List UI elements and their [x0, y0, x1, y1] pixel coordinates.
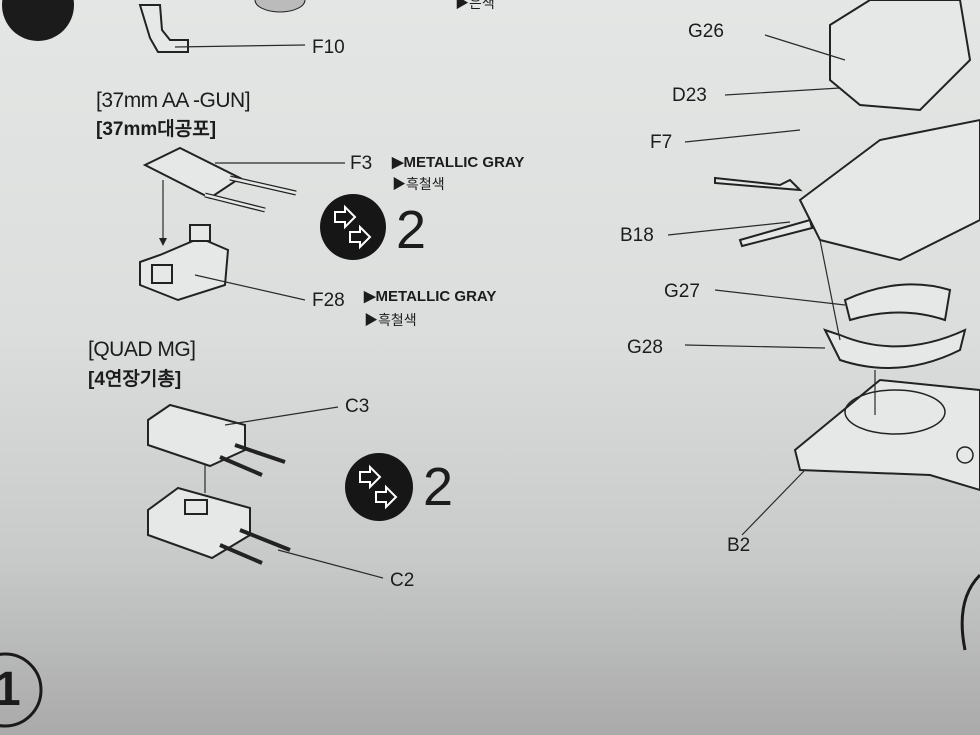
step-number: 1 [0, 663, 21, 716]
quad-mg-title: [QUAD MG] [88, 338, 196, 361]
part-c2 [147, 486, 291, 565]
part-c3 [147, 403, 286, 477]
part-label-f7: F7 [650, 132, 673, 153]
part-f3 [142, 146, 297, 213]
aa-gun-quantity: 2 [396, 200, 427, 260]
part-label-f3: F3 [350, 153, 373, 174]
quad-mg-quantity: 2 [423, 457, 454, 517]
paint-korean-top: ▶은색 [455, 0, 495, 11]
repeat-arrows-icon [345, 453, 413, 521]
part-label-g26: G26 [688, 21, 724, 42]
part-label-g28: G28 [627, 337, 663, 358]
paint-f3: ▶METALLIC GRAY [392, 154, 525, 171]
paint-f28: ▶METALLIC GRAY [364, 288, 497, 305]
repeat-arrows-icon [320, 194, 386, 260]
part-label-d23: D23 [672, 85, 707, 106]
part-label-b18: B18 [620, 225, 654, 246]
aa-gun-title-korean: [37mm대공포] [96, 119, 217, 140]
part-label-b2: B2 [727, 535, 751, 556]
part-label-f10: F10 [312, 37, 345, 58]
paint-korean-f3: ▶흑철색 [392, 176, 445, 192]
quad-mg-title-korean: [4연장기총] [88, 369, 182, 390]
part-label-c2: C2 [390, 570, 415, 591]
step-circle [0, 652, 43, 728]
part-f28 [139, 224, 230, 302]
part-f10 [138, 4, 189, 53]
part-label-c3: C3 [345, 396, 370, 417]
paint-icon [2, 0, 74, 41]
aa-gun-title: [37mm AA -GUN] [96, 89, 251, 112]
part-label-g27: G27 [664, 281, 700, 302]
part-label-f28: F28 [312, 290, 345, 311]
ship-assembly-drawing [714, 0, 980, 492]
paint-korean-f28: ▶흑철색 [364, 312, 417, 328]
